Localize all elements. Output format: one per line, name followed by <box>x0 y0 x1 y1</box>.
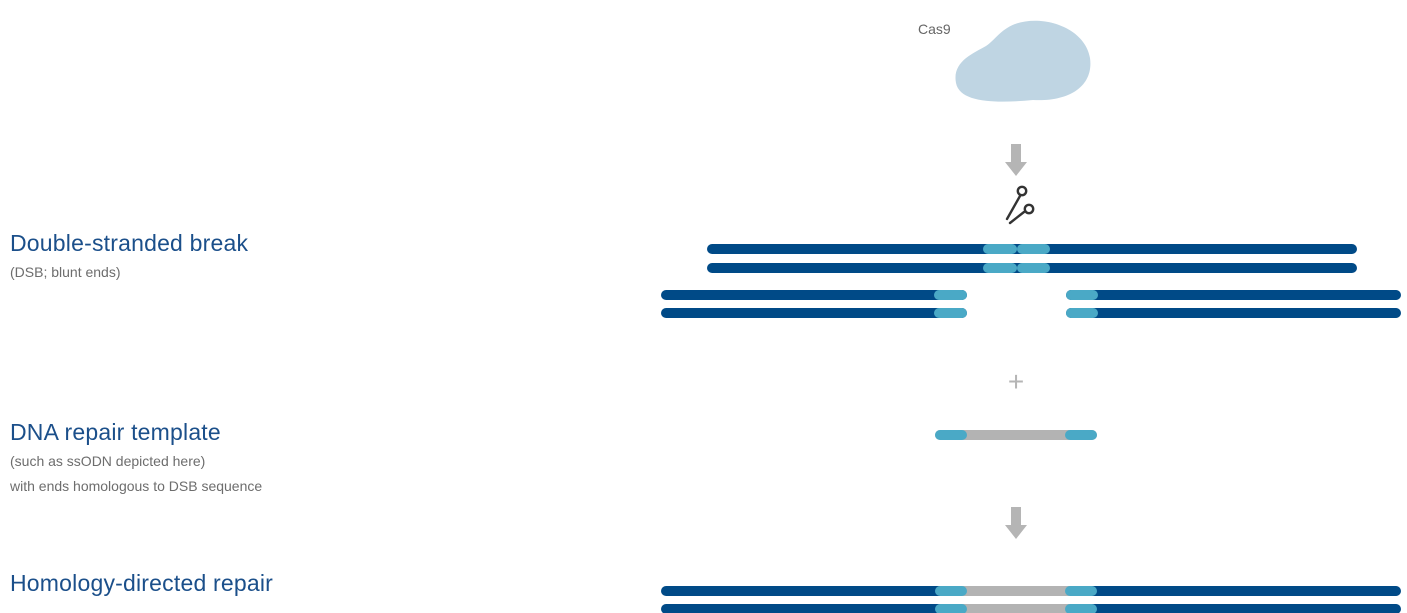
dsb-left-fragment <box>661 290 967 318</box>
repaired-dna <box>661 586 1401 613</box>
dsb-right-fragment <box>1066 290 1401 318</box>
repair-template-label-group: DNA repair template (such as ssODN depic… <box>10 419 262 496</box>
dsb-title: Double-stranded break <box>10 230 249 256</box>
intact-dna <box>707 244 1357 273</box>
plus-sign: + <box>1008 366 1024 397</box>
repair-template-title: DNA repair template <box>10 419 221 445</box>
hdr-title: Homology-directed repair <box>10 570 274 596</box>
dsb-subtitle: (DSB; blunt ends) <box>10 264 121 280</box>
repair-template-subtitle-1: (such as ssODN depicted here) <box>10 453 206 469</box>
repair-template-subtitle-2: with ends homologous to DSB sequence <box>10 478 263 494</box>
cas9-label: Cas9 <box>918 21 951 37</box>
arrow-down-icon <box>1005 144 1027 176</box>
hdr-label-group: Homology-directed repair <box>10 570 273 597</box>
cas9-protein <box>955 20 1091 102</box>
scissors-icon <box>1005 185 1035 225</box>
arrow-down-icon <box>1005 507 1027 539</box>
dsb-label-group: Double-stranded break (DSB; blunt ends) <box>10 230 248 282</box>
